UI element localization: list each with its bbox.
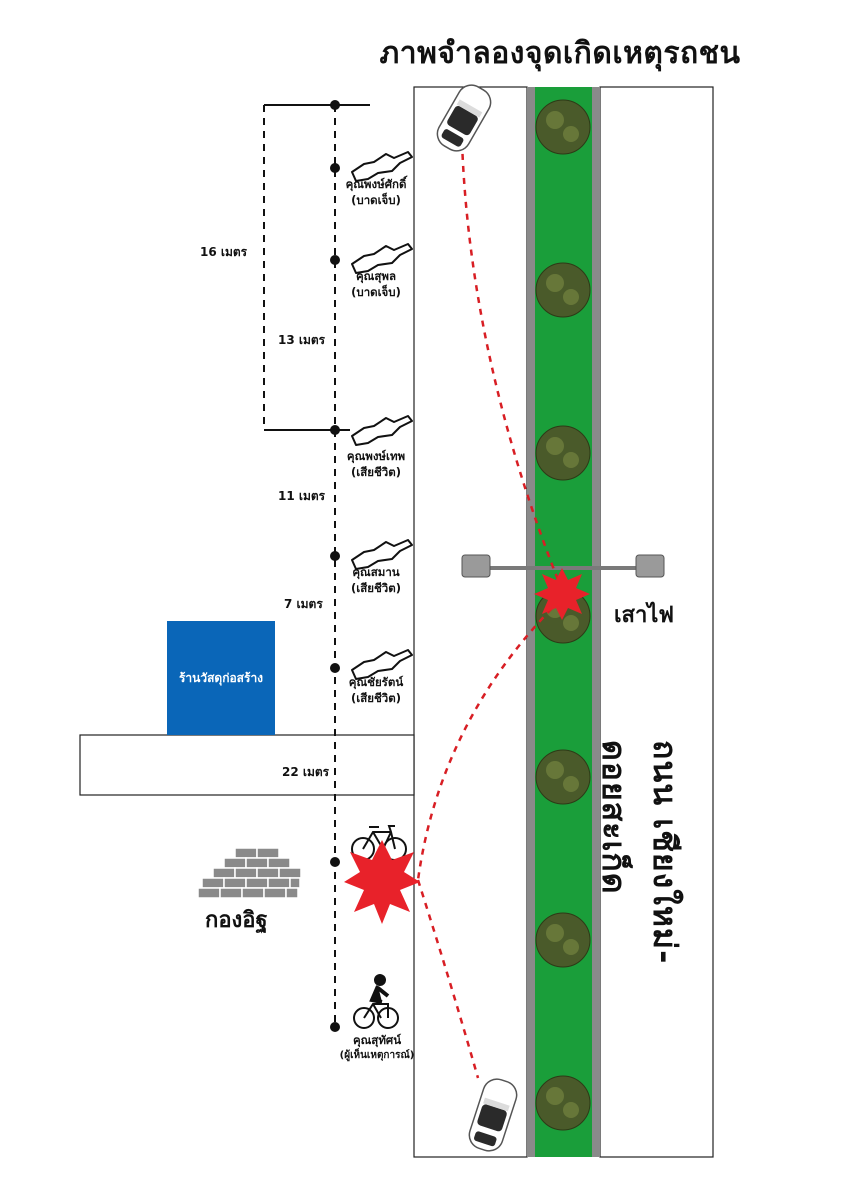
distance-16m: 16 เมตร: [200, 245, 248, 259]
measure-points: [330, 100, 340, 1032]
body-outline-icon: [351, 415, 413, 446]
body-outline-icons: [351, 151, 413, 680]
impact-icon: [344, 840, 420, 924]
brick-pile-icon: [197, 847, 302, 899]
victim-label-1: คุณพงษ์ศักดิ์ (บาดเจ็บ): [336, 176, 416, 208]
witness-name: คุณสุทัศน์: [352, 1033, 402, 1047]
victim-status: (เสียชีวิต): [351, 581, 401, 595]
body-outline-icon: [351, 151, 413, 182]
victim-name: คุณพงษ์เทพ: [346, 449, 406, 463]
road-right-lane: [599, 86, 714, 1158]
shrub-icon: [535, 425, 591, 481]
car-bottom-icon: [468, 1078, 518, 1152]
road-left-lane: [413, 86, 528, 1158]
shrub-icon: [535, 99, 591, 155]
median-curb-right: [592, 87, 600, 1157]
witness-status: (ผู้เห็นเหตุการณ์): [339, 1050, 415, 1061]
victim-label-3: คุณพงษ์เทพ (เสียชีวิต): [336, 448, 416, 480]
victim-label-2: คุณสุพล (บาดเจ็บ): [336, 268, 416, 300]
shrub-icon: [535, 262, 591, 318]
distance-11m: 11 เมตร: [278, 489, 326, 503]
median-curb-left: [527, 87, 535, 1157]
distance-7m: 7 เมตร: [284, 597, 323, 611]
shrub-icon: [535, 749, 591, 805]
distance-22m: 22 เมตร: [282, 765, 330, 779]
victim-name: คุณพงษ์ศักดิ์: [345, 177, 407, 191]
road-name-label: ถนน เชียงใหม่-ดอยสะเก็ด: [595, 740, 684, 965]
cyclist-icon: [353, 974, 399, 1029]
victim-label-4: คุณสมาน (เสียชีวิต): [336, 564, 416, 596]
victim-status: (บาดเจ็บ): [351, 193, 401, 207]
street-light: [461, 554, 665, 578]
shrub-icon: [535, 1075, 591, 1131]
side-road: [79, 734, 415, 796]
distance-13m: 13 เมตร: [278, 333, 326, 347]
victim-name: คุณชัยรัตน์: [348, 675, 404, 689]
body-outline-icon: [351, 649, 413, 680]
victim-status: (เสียชีวิต): [351, 465, 401, 479]
body-outline-icon: [351, 539, 413, 570]
brick-pile-label: กองอิฐ: [205, 908, 268, 933]
impact-icon: [534, 568, 590, 620]
victim-name: คุณสมาน: [352, 565, 400, 579]
victim-status: (บาดเจ็บ): [351, 285, 401, 299]
light-pole-label: เสาไฟ: [614, 603, 674, 628]
shrub-icon: [535, 912, 591, 968]
victim-name: คุณสุพล: [355, 269, 396, 283]
body-outline-icon: [351, 243, 413, 274]
victim-label-5: คุณชัยรัตน์ (เสียชีวิต): [336, 674, 416, 706]
victim-status: (เสียชีวิต): [351, 691, 401, 705]
impact-icons: [344, 568, 590, 924]
diagram-title: ภาพจำลองจุดเกิดเหตุรถชน: [379, 36, 741, 71]
car-top-icon: [436, 84, 492, 152]
witness-label: คุณสุทัศน์ (ผู้เห็นเหตุการณ์): [322, 1032, 432, 1064]
car-trajectories: [416, 141, 564, 1079]
construction-store: ร้านวัสดุก่อสร้าง: [167, 621, 275, 735]
